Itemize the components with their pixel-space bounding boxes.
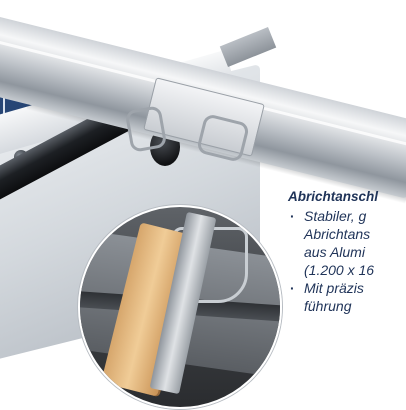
caption-line: Mit präzis <box>304 280 364 296</box>
caption: Abrichtanschl Stabiler, g Abrichtans aus… <box>288 188 406 315</box>
caption-line: Stabiler, g <box>304 208 367 224</box>
detail-inset <box>78 205 282 409</box>
caption-line: (1.200 x 16 <box>304 262 375 278</box>
caption-title: Abrichtanschl <box>288 189 379 204</box>
caption-line: aus Alumi <box>304 244 365 260</box>
wire-guide <box>124 105 168 153</box>
caption-list: Stabiler, g Abrichtans aus Alumi (1.200 … <box>288 207 406 315</box>
caption-line: Abrichtans <box>304 226 371 242</box>
angle-plate <box>219 27 277 67</box>
caption-bullet: Mit präzis führung <box>288 279 406 315</box>
caption-line: führung <box>304 298 352 314</box>
caption-bullet: Stabiler, g Abrichtans aus Alumi (1.200 … <box>288 207 406 279</box>
